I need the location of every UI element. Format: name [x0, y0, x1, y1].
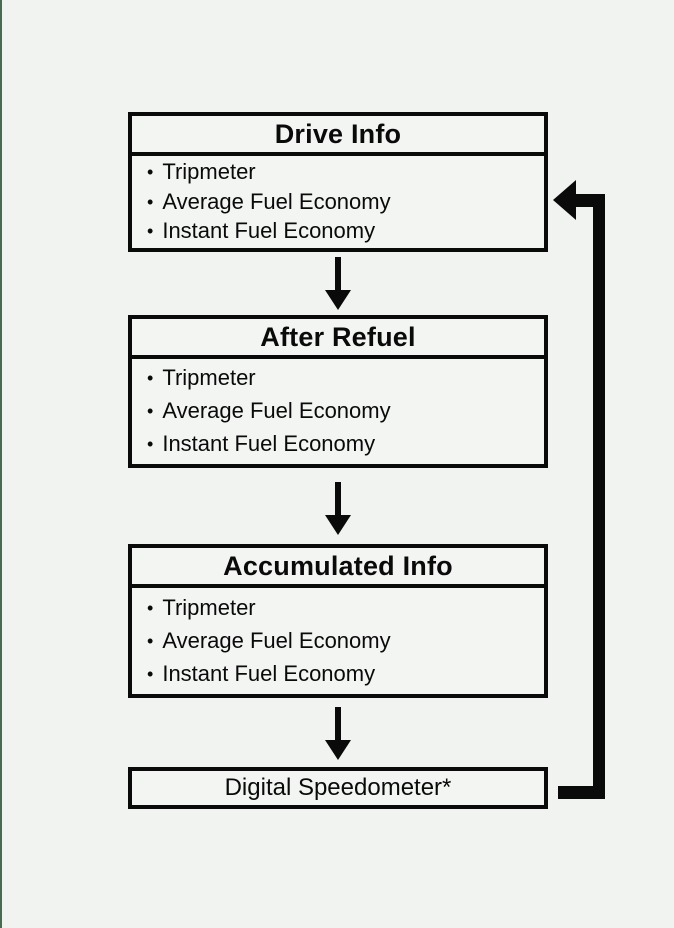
- arrow-head: [325, 515, 351, 535]
- down-arrow-icon: [325, 707, 351, 760]
- loop-back-arrow-vertical-line: [593, 194, 605, 799]
- arrow-head: [325, 740, 351, 760]
- box-item-list: Tripmeter Average Fuel Economy Instant F…: [132, 156, 544, 248]
- box-title-after-refuel: After Refuel: [132, 319, 544, 359]
- list-item-tripmeter: Tripmeter: [147, 365, 544, 391]
- box-title-accumulated-info: Accumulated Info: [132, 548, 544, 588]
- arrow-shaft: [335, 707, 341, 740]
- end-box-label: Digital Speedometer*: [224, 774, 452, 801]
- box-item-list: Tripmeter Average Fuel Economy Instant F…: [132, 359, 544, 464]
- box-item-list: Tripmeter Average Fuel Economy Instant F…: [132, 588, 544, 694]
- list-item-instant-fuel-economy: Instant Fuel Economy: [147, 661, 544, 687]
- loop-back-arrow-bottom-segment: [558, 786, 605, 799]
- down-arrow-icon: [325, 257, 351, 310]
- arrow-shaft: [335, 482, 341, 515]
- left-accent-line: [0, 0, 2, 928]
- mode-box-drive-info: Drive Info Tripmeter Average Fuel Econom…: [128, 112, 548, 252]
- left-arrow-head-icon: [553, 180, 576, 220]
- arrow-head: [325, 290, 351, 310]
- list-item-instant-fuel-economy: Instant Fuel Economy: [147, 218, 544, 244]
- loop-back-arrow-top-segment: [575, 194, 605, 207]
- list-item-average-fuel-economy: Average Fuel Economy: [147, 628, 544, 654]
- end-box-digital-speedometer: Digital Speedometer*: [128, 767, 548, 809]
- box-title-drive-info: Drive Info: [132, 116, 544, 156]
- list-item-tripmeter: Tripmeter: [147, 159, 544, 185]
- list-item-average-fuel-economy: Average Fuel Economy: [147, 398, 544, 424]
- mode-box-after-refuel: After Refuel Tripmeter Average Fuel Econ…: [128, 315, 548, 468]
- mode-box-accumulated-info: Accumulated Info Tripmeter Average Fuel …: [128, 544, 548, 698]
- down-arrow-icon: [325, 482, 351, 535]
- arrow-shaft: [335, 257, 341, 290]
- list-item-instant-fuel-economy: Instant Fuel Economy: [147, 431, 544, 457]
- list-item-average-fuel-economy: Average Fuel Economy: [147, 189, 544, 215]
- list-item-tripmeter: Tripmeter: [147, 595, 544, 621]
